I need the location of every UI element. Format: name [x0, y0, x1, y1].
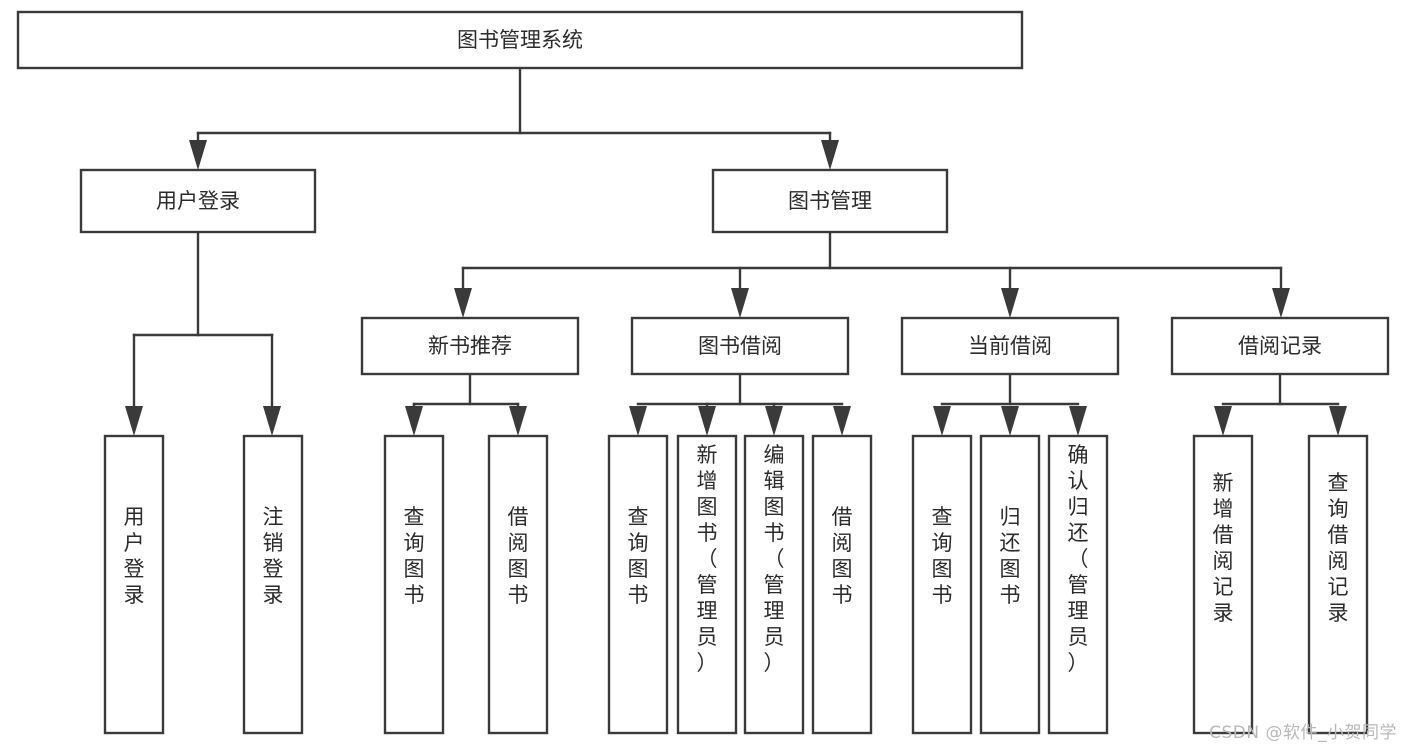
node-leaf-query-book-2-box[interactable] — [607, 434, 669, 735]
node-user-login[interactable]: 用户登录 — [79, 168, 317, 234]
node-new-book-label: 新书推荐 — [428, 334, 512, 358]
node-leaf-borrow-book-1[interactable]: 借阅图书 — [487, 434, 549, 735]
node-current-borrow[interactable]: 当前借阅 — [900, 316, 1120, 376]
arrow-to-leaf-add-record — [1214, 406, 1232, 436]
node-leaf-logout-box[interactable] — [242, 434, 304, 735]
node-leaf-add-record[interactable]: 新增借阅记录 — [1192, 434, 1254, 735]
node-book-manage-label: 图书管理 — [788, 189, 872, 213]
arrow-to-leaf-add-book — [698, 406, 716, 436]
node-leaf-query-book-3-label: 查询图书 — [932, 505, 953, 607]
node-new-book-box[interactable] — [360, 316, 580, 376]
node-leaf-edit-book[interactable]: 编辑图书（管理员） — [743, 434, 805, 735]
node-leaf-borrow-book-2-label: 借阅图书 — [832, 505, 853, 607]
node-leaf-query-book-3[interactable]: 查询图书 — [911, 434, 973, 735]
node-leaf-confirm-return-label: 确认归还（管理员） — [1068, 443, 1089, 675]
node-leaf-borrow-book-2[interactable]: 借阅图书 — [811, 434, 873, 735]
connector-layer — [125, 66, 1347, 436]
node-current-borrow-label: 当前借阅 — [968, 334, 1052, 358]
node-leaf-edit-book-label: 编辑图书（管理员） — [764, 443, 785, 675]
arrow-to-leaf-borrow-book-2 — [833, 406, 851, 436]
node-leaf-query-book-2-label: 查询图书 — [628, 505, 649, 607]
arrow-to-leaf-logout — [263, 406, 281, 436]
node-leaf-query-record[interactable]: 查询借阅记录 — [1307, 434, 1369, 735]
arrow-to-borrow — [731, 288, 749, 318]
node-leaf-query-book-1-box[interactable] — [383, 434, 445, 735]
node-borrow-record-box[interactable] — [1170, 316, 1390, 376]
node-leaf-logout[interactable]: 注销登录 — [242, 434, 304, 735]
node-leaf-logout-label: 注销登录 — [263, 505, 284, 607]
node-leaf-user-login[interactable]: 用户登录 — [103, 434, 165, 735]
arrow-to-new-book — [454, 288, 472, 318]
arrow-to-leaf-query-book-1 — [405, 406, 423, 436]
node-leaf-user-login-box[interactable] — [103, 434, 165, 735]
node-leaf-query-record-label: 查询借阅记录 — [1328, 471, 1349, 625]
arrow-to-user-login — [189, 140, 207, 170]
node-current-borrow-box[interactable] — [900, 316, 1120, 376]
node-root-label: 图书管理系统 — [457, 28, 583, 52]
node-borrow-box[interactable] — [630, 316, 850, 376]
node-new-book[interactable]: 新书推荐 — [360, 316, 580, 376]
node-book-manage[interactable]: 图书管理 — [711, 168, 949, 234]
node-leaf-query-record-box[interactable] — [1307, 434, 1369, 735]
arrow-to-book-manage — [821, 140, 839, 170]
node-leaf-borrow-book-1-box[interactable] — [487, 434, 549, 735]
node-borrow[interactable]: 图书借阅 — [630, 316, 850, 376]
node-leaf-add-record-box[interactable] — [1192, 434, 1254, 735]
node-leaf-query-book-3-box[interactable] — [911, 434, 973, 735]
arrow-to-leaf-query-record — [1329, 406, 1347, 436]
arrow-to-leaf-query-book-2 — [629, 406, 647, 436]
node-root-box[interactable] — [16, 10, 1024, 70]
node-leaf-return-book-box[interactable] — [979, 434, 1041, 735]
node-borrow-record[interactable]: 借阅记录 — [1170, 316, 1390, 376]
node-leaf-confirm-return[interactable]: 确认归还（管理员） — [1047, 434, 1109, 735]
node-leaf-confirm-return-box[interactable] — [1047, 434, 1109, 735]
node-leaf-user-login-label: 用户登录 — [124, 505, 145, 607]
node-leaf-return-book[interactable]: 归还图书 — [979, 434, 1041, 735]
node-leaf-query-book-2[interactable]: 查询图书 — [607, 434, 669, 735]
node-borrow-label: 图书借阅 — [698, 334, 782, 358]
node-leaf-edit-book-box[interactable] — [743, 434, 805, 735]
node-root[interactable]: 图书管理系统 — [16, 10, 1024, 70]
arrow-to-leaf-borrow-book-1 — [509, 406, 527, 436]
node-leaf-add-book[interactable]: 新增图书（管理员） — [676, 434, 738, 735]
node-leaf-return-book-label: 归还图书 — [1000, 505, 1021, 607]
node-leaf-borrow-book-1-label: 借阅图书 — [508, 505, 529, 607]
node-user-login-label: 用户登录 — [156, 189, 240, 213]
node-book-manage-box[interactable] — [711, 168, 949, 234]
arrow-to-leaf-query-book-3 — [933, 406, 951, 436]
node-user-login-box[interactable] — [79, 168, 317, 234]
node-leaf-query-book-1[interactable]: 查询图书 — [383, 434, 445, 735]
node-leaf-add-book-label: 新增图书（管理员） — [697, 443, 718, 675]
arrow-to-current-borrow — [1001, 288, 1019, 318]
arrow-to-leaf-user-login — [125, 406, 143, 436]
arrow-to-leaf-edit-book — [765, 406, 783, 436]
node-borrow-record-label: 借阅记录 — [1238, 334, 1322, 358]
node-leaf-borrow-book-2-box[interactable] — [811, 434, 873, 735]
arrow-to-leaf-confirm-return — [1069, 406, 1087, 436]
node-leaf-query-book-1-label: 查询图书 — [404, 505, 425, 607]
node-leaf-add-book-box[interactable] — [676, 434, 738, 735]
node-leaf-add-record-label: 新增借阅记录 — [1213, 471, 1234, 625]
arrow-to-leaf-return-book — [1001, 406, 1019, 436]
arrow-to-borrow-record — [1272, 288, 1290, 318]
csdn-watermark: CSDN @软件_小贺同学 — [1209, 723, 1397, 743]
